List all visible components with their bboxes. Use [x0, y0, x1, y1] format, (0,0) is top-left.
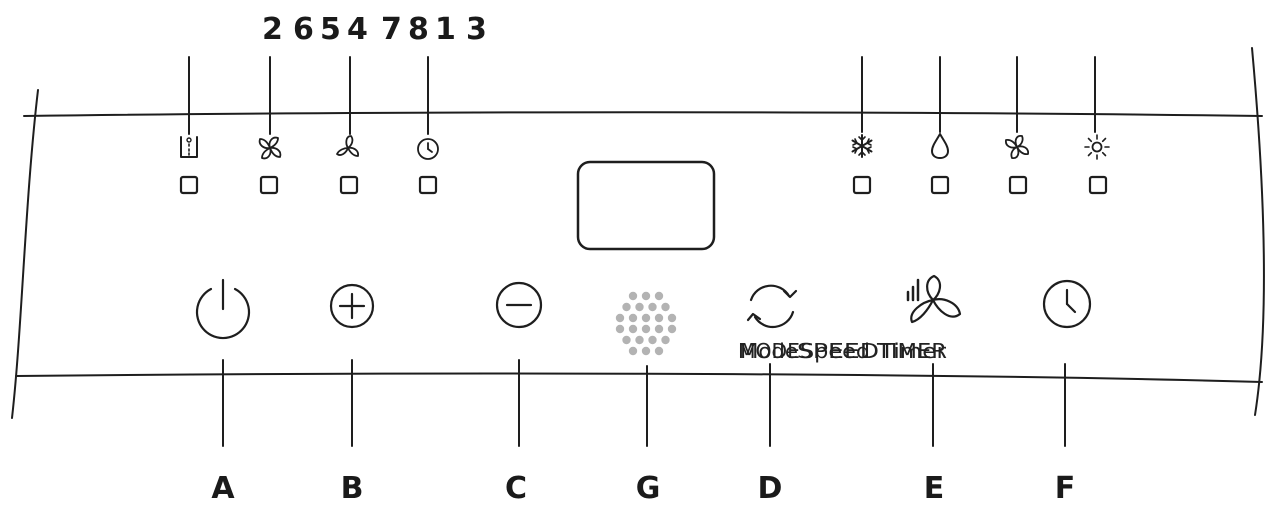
speed-caption: SPEED — [797, 339, 879, 363]
sensor-dot — [628, 313, 638, 323]
plus-button[interactable] — [329, 283, 375, 329]
indicator-number: 1 — [435, 12, 456, 47]
power-button[interactable] — [195, 278, 251, 340]
button-letter: G — [636, 471, 661, 506]
fan-low-icon — [336, 135, 359, 157]
sensor-dot — [641, 291, 651, 301]
indicator-number: 6 — [293, 12, 314, 47]
indicator-led — [1088, 175, 1108, 195]
indicator-number: 7 — [381, 12, 402, 47]
button-letter: E — [924, 471, 945, 506]
fan-speed-button[interactable] — [906, 274, 962, 324]
sensor-dot — [641, 346, 651, 356]
water-tank-icon — [180, 136, 198, 158]
sensor-dot — [628, 346, 638, 356]
mode-cycle-icon — [746, 284, 798, 329]
indicator-led — [259, 175, 279, 195]
fan-speed-icon — [906, 274, 962, 324]
button-letter: A — [211, 471, 235, 506]
sensor-dot — [615, 324, 625, 334]
sensor-dot — [622, 335, 631, 345]
snowflake-icon — [851, 134, 873, 158]
minus-icon — [495, 281, 543, 329]
water-drop-icon — [931, 133, 949, 159]
indicator-number: 8 — [408, 12, 429, 47]
sensor-dot — [641, 324, 651, 334]
power-icon — [195, 287, 251, 340]
sensor-dot — [641, 313, 651, 323]
display-window — [576, 160, 716, 251]
indicator-number: 3 — [466, 12, 487, 47]
sensor-dot — [654, 313, 664, 323]
button-letter: B — [341, 471, 364, 506]
sensor-dots-icon — [615, 291, 677, 356]
indicator-number: 5 — [320, 12, 341, 47]
leader-lines-bottom — [222, 359, 1066, 447]
leader-lines-top — [188, 56, 1096, 135]
sensor-dot — [654, 324, 664, 334]
indicator-led — [852, 175, 872, 195]
timer-icon — [417, 138, 439, 160]
clock-icon — [1042, 279, 1092, 329]
panel-outline — [11, 47, 1265, 419]
sensor-dot — [635, 302, 644, 312]
sensor-dot — [654, 346, 664, 356]
mode-caption-alt: Mode — [740, 339, 798, 363]
button-letter: F — [1055, 471, 1076, 506]
button-letter: D — [758, 471, 783, 506]
minus-button[interactable] — [495, 281, 543, 329]
mode-button[interactable] — [746, 284, 798, 329]
sensor-dot — [628, 291, 638, 301]
sensor-dot — [667, 324, 677, 334]
indicator-led — [1008, 175, 1028, 195]
indicator-led — [179, 175, 199, 195]
indicator-number: 2 — [262, 12, 283, 47]
indicator-led — [339, 175, 359, 195]
sensor-dot — [648, 335, 657, 345]
sensor-dot — [628, 324, 638, 334]
sensor-dot — [661, 335, 670, 345]
sensor-dot — [648, 302, 657, 312]
fan-high-icon — [258, 136, 282, 160]
speed-caption-alt: Speed — [800, 339, 870, 363]
sensor-dot — [635, 335, 644, 345]
button-letter: C — [505, 471, 527, 506]
fan-icon — [1005, 135, 1029, 159]
button-captions: MODE SPEED TIMER Mode Speed Timer — [738, 339, 947, 363]
sensor-dot — [654, 291, 664, 301]
sensor-dot — [615, 313, 625, 323]
timer-caption: TIMER — [876, 339, 947, 363]
sun-icon — [1084, 134, 1110, 160]
timer-button[interactable] — [1042, 279, 1092, 329]
indicator-led — [418, 175, 438, 195]
indicator-number: 4 — [347, 12, 368, 47]
sensor-dot — [667, 313, 677, 323]
indicator-led — [930, 175, 950, 195]
sensor-dot — [661, 302, 670, 312]
mode-caption: MODE — [738, 339, 800, 363]
timer-caption-alt: Timer — [879, 339, 947, 363]
plus-icon — [329, 283, 375, 329]
sensor-dot — [622, 302, 631, 312]
